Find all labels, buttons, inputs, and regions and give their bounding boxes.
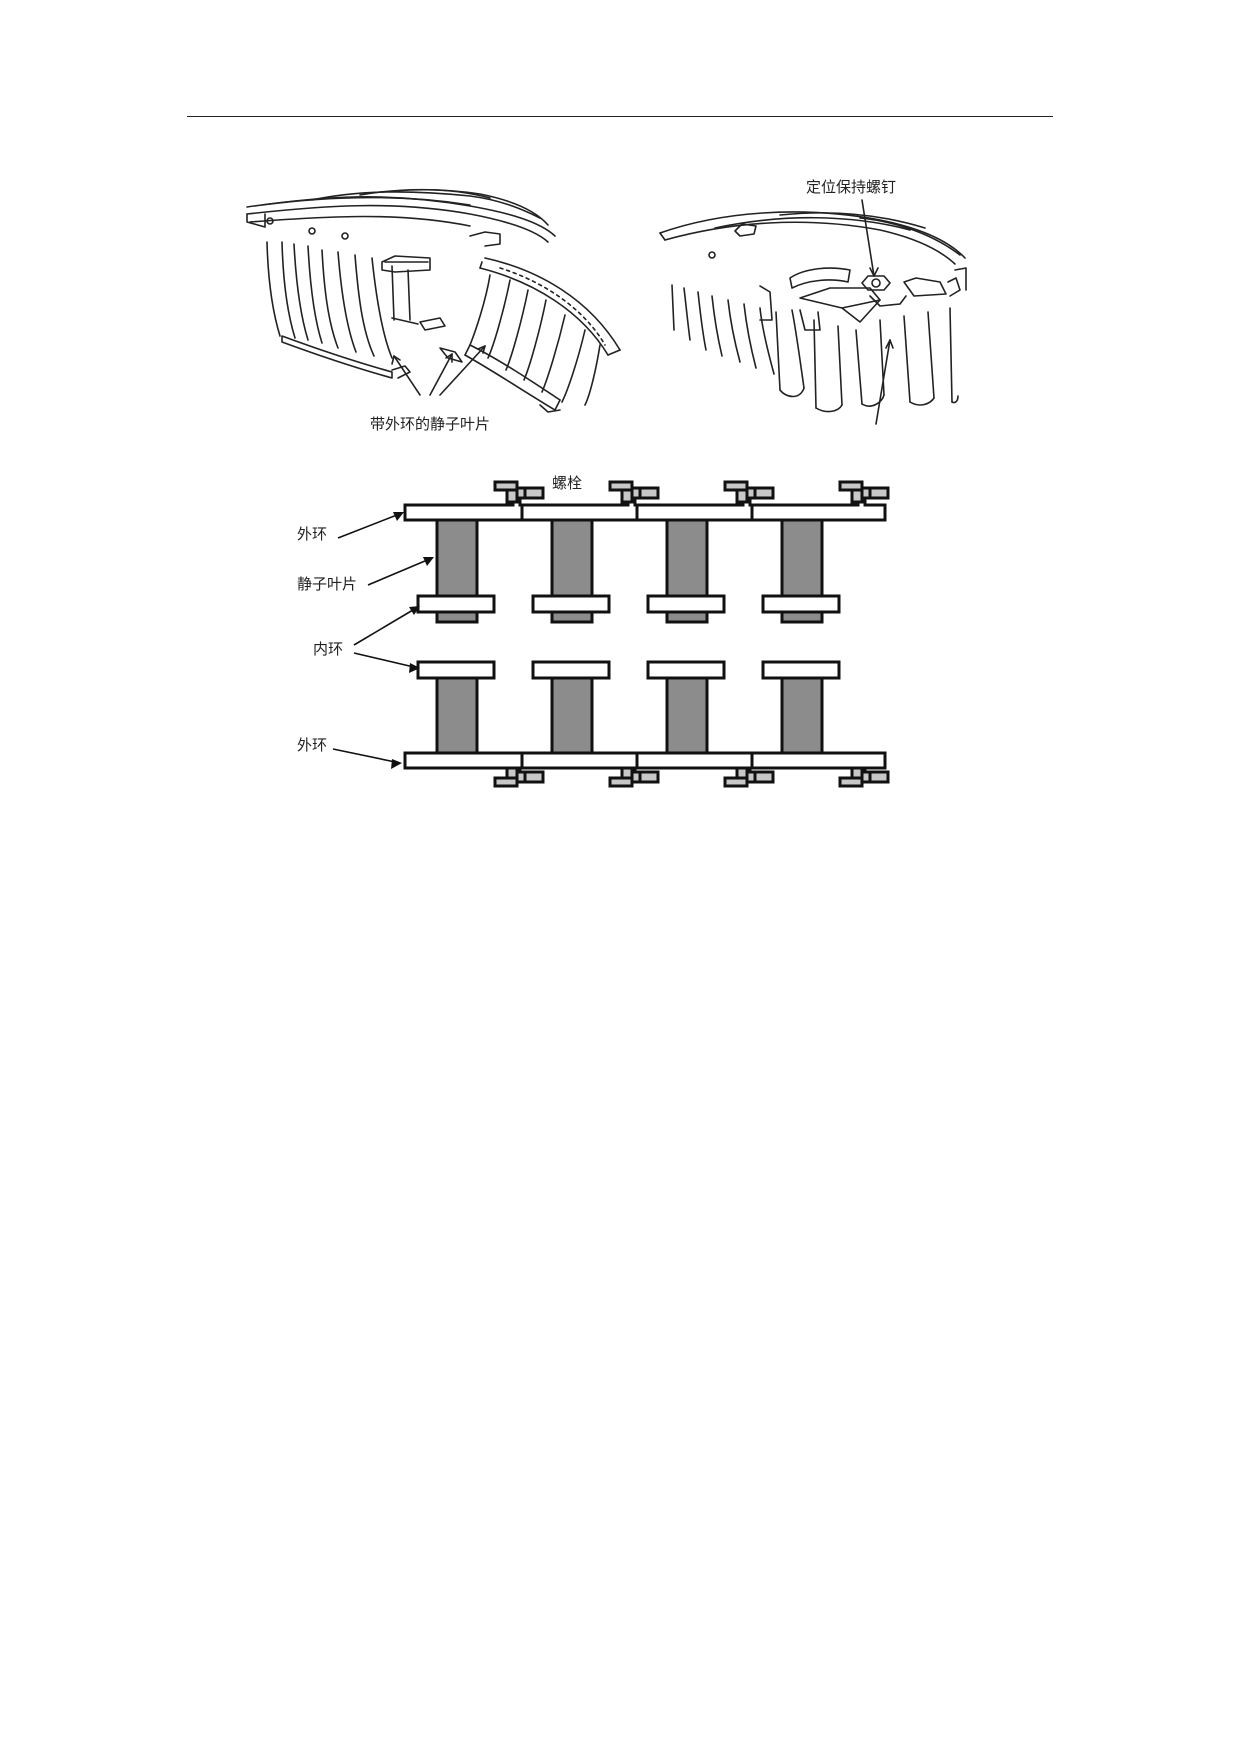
page-top-rule xyxy=(187,116,1053,117)
inner-ring-lower-2 xyxy=(531,660,611,680)
inner-ring-upper-4 xyxy=(761,594,841,614)
stator-vane-bottom-3 xyxy=(665,676,709,764)
inner-ring-lower-1 xyxy=(416,660,496,680)
inner-ring-lower-4 xyxy=(761,660,841,680)
bolt-top-1-shank xyxy=(515,486,545,500)
arrow-inner-ring-2 xyxy=(353,652,419,669)
bolt-bottom-3-washer xyxy=(723,776,749,788)
bolt-top-3-washer xyxy=(723,480,749,492)
label-outer-ring-top: 外环 xyxy=(297,525,327,543)
label-vanes-with-outer-ring: 带外环的静子叶片 xyxy=(370,415,490,433)
label-inner-ring: 内环 xyxy=(313,640,343,658)
arrow-outer-ring-bottom xyxy=(332,748,401,764)
bolt-top-4-shank xyxy=(860,486,890,500)
label-bolt: 螺栓 xyxy=(552,474,582,492)
stator-vane-bottom-2 xyxy=(550,676,594,764)
stator-vane-bottom-1 xyxy=(435,676,479,764)
stator-vane-bottom-4 xyxy=(780,676,824,764)
bolt-top-2-shank xyxy=(630,486,660,500)
label-stator-vane: 静子叶片 xyxy=(297,575,357,593)
inner-ring-upper-3 xyxy=(646,594,726,614)
label-outer-ring-bottom: 外环 xyxy=(297,736,327,754)
inner-ring-lower-3 xyxy=(646,660,726,680)
bolt-bottom-2-washer xyxy=(608,776,634,788)
right-retaining-screw-sketch xyxy=(659,199,967,425)
stator-sketch-figure: 带外环的静子叶片 定位保持螺钉 xyxy=(246,178,967,433)
bolt-bottom-2-shank xyxy=(630,770,660,784)
bolt-top-1-washer xyxy=(493,480,519,492)
bolt-bottom-4-washer xyxy=(838,776,864,788)
bolt-bottom-4-shank xyxy=(860,770,890,784)
inner-ring-upper-2 xyxy=(531,594,611,614)
left-stator-segments-sketch xyxy=(246,188,621,413)
arrow-outer-ring-top xyxy=(337,512,403,539)
outer-ring-top-end xyxy=(865,503,887,522)
arrow-inner-ring-1 xyxy=(353,606,419,646)
bolt-top-3-shank xyxy=(745,486,775,500)
outer-ring-bottom-end xyxy=(865,751,887,770)
label-locating-retaining-screw: 定位保持螺钉 xyxy=(806,178,896,196)
bolt-bottom-3-shank xyxy=(745,770,775,784)
arrow-stator-vane xyxy=(367,557,433,586)
bolt-top-2-washer xyxy=(608,480,634,492)
bolt-top-4-washer xyxy=(838,480,864,492)
bolt-bottom-1-shank xyxy=(515,770,545,784)
inner-ring-upper-1 xyxy=(416,594,496,614)
stator-schematic-figure: 螺栓 外环 静子叶片 内环 外环 xyxy=(297,474,890,788)
bolt-bottom-1-washer xyxy=(493,776,519,788)
